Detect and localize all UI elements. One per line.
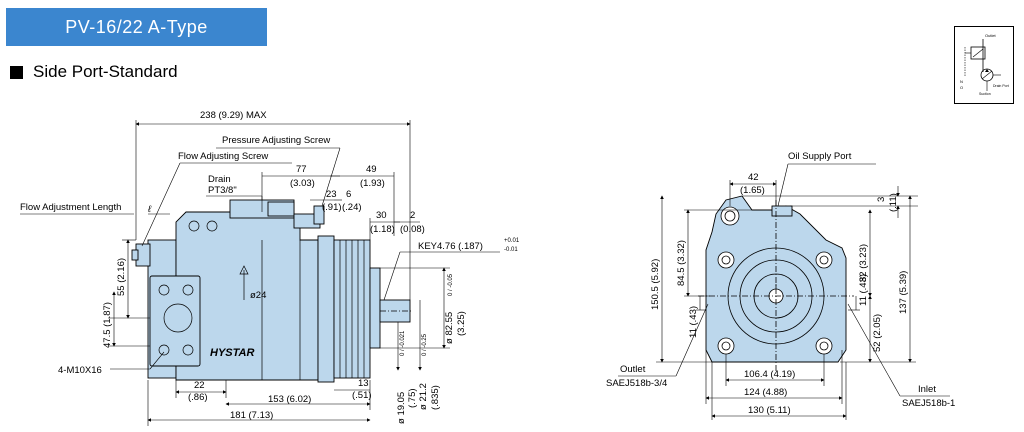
drain-thread-label: PT3/8" [208, 185, 237, 196]
outlet-label: Outlet [620, 364, 646, 375]
page-title: PV-16/22 A-Type [6, 8, 267, 46]
dim-21-2-in: (.835) [430, 385, 441, 410]
inlet-std-label: SAEJ518b-1 [902, 398, 955, 409]
dim-181: 181 (7.13) [230, 410, 273, 421]
pressure-screw-label: Pressure Adjusting Screw [222, 135, 330, 146]
dim-13-in: (.51) [352, 390, 372, 401]
port-dia-label: ø24 [250, 290, 266, 301]
dim-49-in: (1.93) [360, 178, 385, 189]
square-bullet-icon [10, 65, 23, 79]
dim-47-5: 47.5 (1.87) [102, 302, 113, 348]
dim-22: 22 [194, 380, 205, 391]
flow-length-label: Flow Adjustment Length [20, 202, 121, 213]
key-tol-lower: -0.01 [504, 247, 518, 253]
pilot-tol: 0 / -0.05 [448, 273, 454, 296]
outlet-std-label: SAEJ518b-3/4 [606, 378, 667, 389]
symbol-o-label: O [960, 85, 963, 90]
flow-length-symbol: ℓ [147, 204, 152, 215]
pilot-ring [369, 267, 381, 349]
dim-overall-max: 238 (9.29) MAX [200, 110, 267, 121]
dim-11-right: 11 (.43) [858, 274, 869, 306]
dim-3-in: (.11) [888, 193, 899, 212]
dim-23-in: (.91) [322, 202, 342, 213]
side-view: HYSTAR ø24 [20, 110, 520, 426]
subtitle-text: Side Port-Standard [33, 62, 178, 81]
dim-137: 137 (5.39) [898, 271, 909, 314]
key-tol-upper: +0.01 [504, 238, 520, 244]
drain-label: Drain [208, 174, 231, 185]
symbol-n-label: N [960, 79, 963, 84]
dim-42-in: (1.65) [740, 185, 765, 196]
pump-body [175, 211, 319, 381]
dim-55: 55 (2.16) [116, 258, 127, 296]
inlet-label: Inlet [918, 384, 936, 395]
hydraulic-symbol: Outlet N O Drain Port Suction [954, 26, 1014, 104]
dim-49: 49 [366, 164, 377, 175]
symbol-suction-label: Suction [979, 92, 991, 96]
hydraulic-symbol-icon: Outlet N O Drain Port Suction [960, 33, 1009, 96]
dim-150-5: 150.5 (5.92) [650, 259, 661, 310]
section-subtitle: Side Port-Standard [10, 62, 178, 82]
pilot-dia: ø 82.55 [444, 312, 455, 344]
dim-2-in: (0.08) [400, 224, 425, 235]
brand-label: HYSTAR [210, 347, 254, 359]
dim-52: 52 (2.05) [872, 314, 883, 352]
dim-23: 23 [326, 189, 337, 200]
symbol-drain-label: Drain Port [993, 84, 1009, 88]
front-view: Oil Supply Port 42 (1.65) 3 (.11) 150.5 … [606, 151, 955, 420]
dim-21-2-tol: 0 / -0.25 [422, 333, 428, 356]
symbol-outlet-label: Outlet [985, 33, 997, 38]
bolts-label: 4-M10X16 [58, 365, 102, 376]
dim-82: 82 (3.23) [858, 244, 869, 282]
dim-124: 124 (4.88) [744, 387, 787, 398]
shaft-dia: ø 19.05 [396, 392, 407, 424]
front-housing [317, 235, 335, 383]
dim-130: 130 (5.11) [748, 405, 791, 416]
dim-22-in: (.86) [188, 392, 208, 403]
flow-screw-label: Flow Adjusting Screw [178, 151, 268, 162]
dim-77: 77 [296, 164, 307, 175]
dim-84-5: 84.5 (3.32) [676, 240, 687, 286]
dim-11-left: 11 (.43) [688, 306, 699, 338]
key-label: KEY4.76 (.187) [418, 241, 483, 252]
dim-3: 3 [876, 197, 887, 202]
dim-106-4: 106.4 (4.19) [744, 369, 795, 380]
dim-153: 153 (6.02) [268, 394, 311, 405]
dim-42: 42 [748, 172, 759, 183]
dim-77-in: (3.03) [290, 178, 315, 189]
dim-2: 2 [410, 210, 415, 221]
dim-13: 13 [358, 378, 369, 389]
dim-30-in: (1.18) [370, 224, 395, 235]
dim-6-in: (.24) [342, 202, 362, 213]
dim-30: 30 [376, 210, 387, 221]
shaft-tol: 0 / -0.021 [400, 330, 406, 356]
oil-supply-label: Oil Supply Port [788, 151, 852, 162]
pilot-dia-in: (3.25) [456, 311, 467, 336]
dim-21-2: ø 21.2 [418, 383, 429, 410]
shaft-dia-in: (.75) [407, 388, 418, 408]
dim-6: 6 [346, 189, 351, 200]
side-port-block [149, 275, 201, 367]
